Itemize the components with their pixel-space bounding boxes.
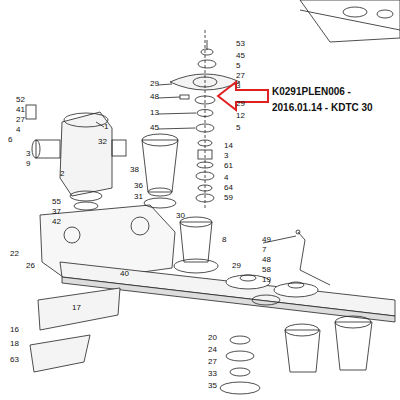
callout-number: 49 (262, 236, 271, 244)
callout-number: 48 (150, 93, 159, 101)
callout-number: 27 (236, 72, 245, 80)
callout-number: 2 (60, 170, 64, 178)
callout-number: 55 (52, 198, 61, 206)
callout-number: 13 (150, 109, 159, 117)
callout-number: 26 (26, 262, 35, 270)
callout-number: 12 (236, 112, 245, 120)
callout-number: 4 (16, 126, 20, 134)
callout-number: 52 (16, 96, 25, 104)
callout-number: 8 (222, 236, 226, 244)
callout-number: 20 (208, 334, 217, 342)
callout-number: 5 (236, 124, 240, 132)
callout-number: 38 (130, 166, 139, 174)
drawing-code-note: K0291PLEN006 - 2016.01.14 - KDTC 30 (272, 84, 396, 116)
callout-number: 9 (26, 160, 30, 168)
callout-number: 29 (150, 80, 159, 88)
callout-number: 29 (236, 100, 245, 108)
callout-number: 33 (208, 370, 217, 378)
callout-number: 37 (52, 208, 61, 216)
callout-number: 64 (224, 184, 233, 192)
callout-number: 22 (10, 250, 19, 258)
callout-number: 53 (236, 40, 245, 48)
callout-number: 30 (176, 212, 185, 220)
callout-number: 31 (134, 193, 143, 201)
callout-number: 36 (134, 182, 143, 190)
callout-number: 3 (224, 152, 228, 160)
callout-number: 41 (16, 106, 25, 114)
callout-number: 29 (232, 262, 241, 270)
callout-number: 18 (10, 340, 19, 348)
callout-number: 14 (224, 142, 233, 150)
callout-number: 58 (262, 266, 271, 274)
callout-number: 17 (72, 304, 81, 312)
callout-number: 1 (104, 123, 108, 131)
callout-number: 45 (236, 52, 245, 60)
callout-number: 63 (10, 356, 19, 364)
callout-number: 19 (262, 276, 271, 284)
callout-number: 3 (236, 82, 240, 90)
callout-number: 5 (236, 62, 240, 70)
callout-number: 48 (262, 256, 271, 264)
callout-number: 61 (224, 162, 233, 170)
callout-number: 16 (10, 326, 19, 334)
callout-number: 24 (208, 346, 217, 354)
callout-number: 7 (262, 246, 266, 254)
callout-number: 35 (208, 382, 217, 390)
callout-number: 59 (224, 194, 233, 202)
callout-number: 45 (150, 124, 159, 132)
callout-number: 27 (16, 116, 25, 124)
callout-number: 40 (120, 270, 129, 278)
callout-number: 3 (26, 150, 30, 158)
callout-number: 32 (98, 138, 107, 146)
callout-number: 27 (208, 358, 217, 366)
pointer-arrow (218, 82, 268, 110)
callout-number: 6 (8, 136, 12, 144)
callout-number: 4 (224, 174, 228, 182)
callout-number: 42 (52, 218, 61, 226)
